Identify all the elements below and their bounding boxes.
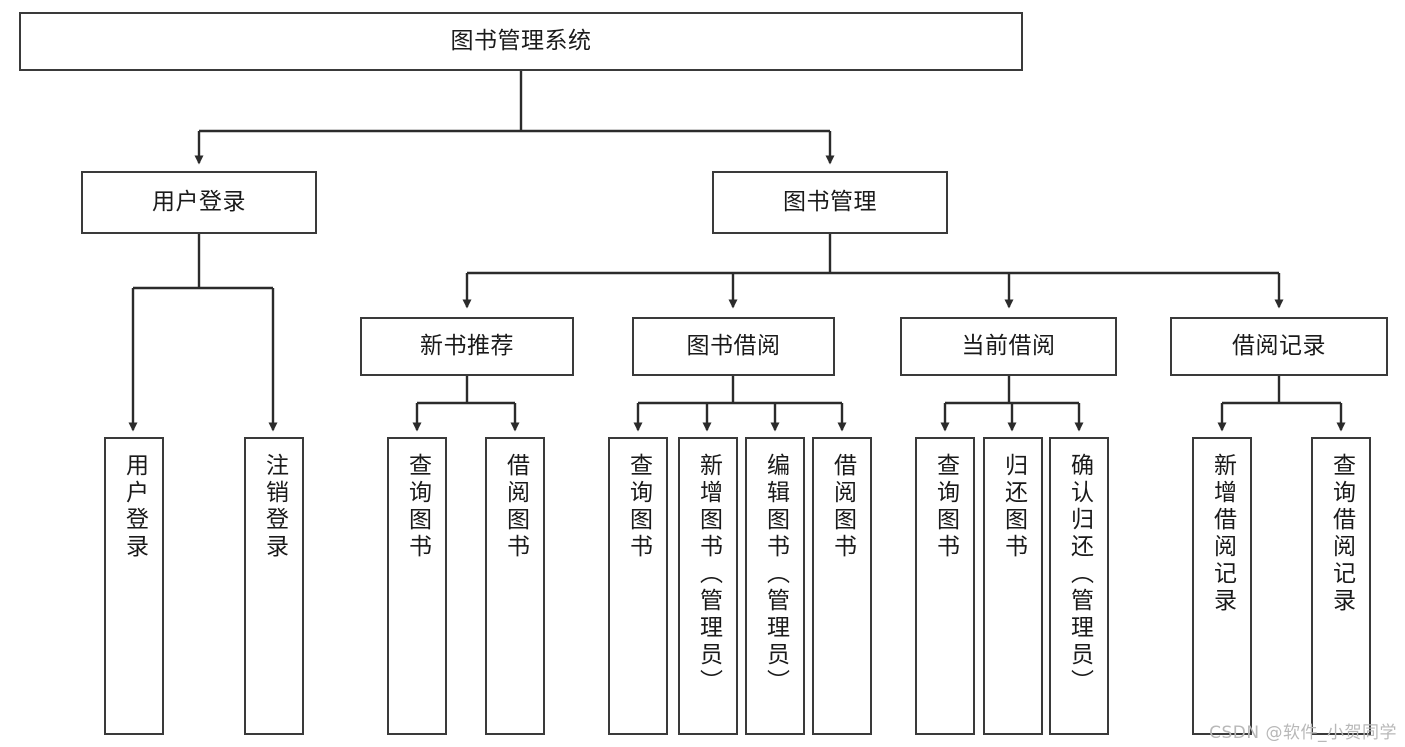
node-label: 图书管理	[783, 188, 877, 215]
node-label: 确认归还（管理员）	[1066, 453, 1093, 696]
node-label: 用户登录	[152, 188, 246, 215]
node-leaf-edit-book-admin[interactable]: 编辑图书（管理员）	[745, 437, 805, 735]
node-leaf-user-login[interactable]: 用户登录	[104, 437, 164, 735]
node-label: 查询图书	[625, 453, 652, 561]
node-book-borrow[interactable]: 图书借阅	[632, 317, 835, 376]
node-leaf-current-query-book[interactable]: 查询图书	[915, 437, 975, 735]
node-user-login[interactable]: 用户登录	[81, 171, 317, 234]
node-label: 归还图书	[1000, 453, 1027, 561]
node-label: 借阅图书	[829, 453, 856, 561]
node-label: 图书借阅	[686, 332, 781, 359]
node-leaf-recommend-query-book[interactable]: 查询图书	[387, 437, 447, 735]
node-label: 新书推荐	[420, 332, 514, 359]
node-label: 查询图书	[404, 453, 431, 561]
node-leaf-recommend-borrow-book[interactable]: 借阅图书	[485, 437, 545, 735]
node-book-management[interactable]: 图书管理	[712, 171, 948, 234]
node-leaf-add-borrow-record[interactable]: 新增借阅记录	[1192, 437, 1252, 735]
node-label: 新增图书（管理员）	[695, 453, 722, 696]
node-label: 借阅图书	[502, 453, 529, 561]
node-label: 当前借阅	[961, 332, 1056, 359]
node-borrow-record[interactable]: 借阅记录	[1170, 317, 1388, 376]
node-label: 借阅记录	[1232, 332, 1326, 359]
node-leaf-add-book-admin[interactable]: 新增图书（管理员）	[678, 437, 738, 735]
node-leaf-logout[interactable]: 注销登录	[244, 437, 304, 735]
node-label: 注销登录	[261, 453, 288, 561]
node-leaf-query-borrow-record[interactable]: 查询借阅记录	[1311, 437, 1371, 735]
node-leaf-return-book[interactable]: 归还图书	[983, 437, 1043, 735]
node-label: 新增借阅记录	[1209, 453, 1236, 615]
node-label: 查询图书	[932, 453, 959, 561]
node-current-borrow[interactable]: 当前借阅	[900, 317, 1117, 376]
node-leaf-borrow-book[interactable]: 借阅图书	[812, 437, 872, 735]
node-root-system[interactable]: 图书管理系统	[19, 12, 1023, 71]
node-label: 编辑图书（管理员）	[762, 453, 789, 696]
node-label: 用户登录	[121, 453, 148, 561]
node-label: 查询借阅记录	[1328, 453, 1355, 615]
node-label: 图书管理系统	[450, 27, 592, 54]
node-new-book-recommend[interactable]: 新书推荐	[360, 317, 574, 376]
node-leaf-borrow-query-book[interactable]: 查询图书	[608, 437, 668, 735]
node-leaf-confirm-return-admin[interactable]: 确认归还（管理员）	[1049, 437, 1109, 735]
csdn-watermark: CSDN @软件_小贺同学	[1209, 723, 1397, 743]
